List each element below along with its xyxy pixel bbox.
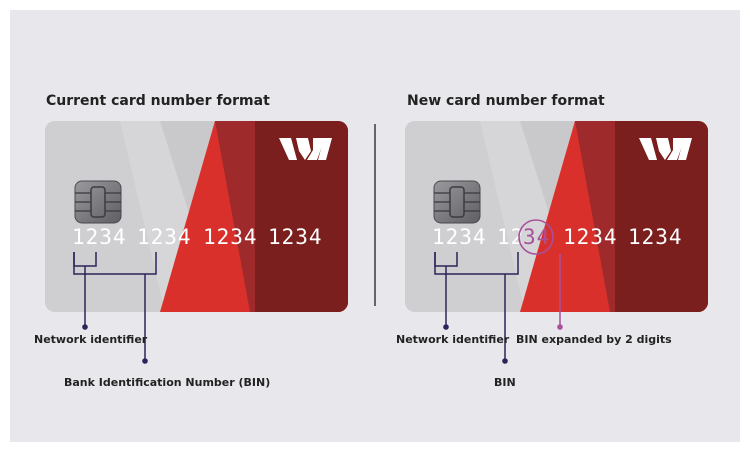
chip-icon xyxy=(433,180,481,224)
new-card xyxy=(405,121,708,312)
current-group-4: 1234 xyxy=(268,225,323,249)
new-network-dot xyxy=(443,324,449,330)
new-group-1: 1234 xyxy=(432,225,487,249)
new-group-3: 1234 xyxy=(563,225,618,249)
current-bin-bracket xyxy=(73,252,157,361)
current-card xyxy=(45,121,348,312)
current-group-1: 1234 xyxy=(72,225,127,249)
current-group-3: 1234 xyxy=(203,225,258,249)
new-group-2-highlight: 34 xyxy=(523,225,550,249)
current-bin-dot xyxy=(142,358,148,364)
new-bin-label: BIN xyxy=(494,376,516,389)
current-bin-label: Bank Identification Number (BIN) xyxy=(64,376,271,389)
bank-logo-icon xyxy=(639,138,692,160)
new-group-4: 1234 xyxy=(628,225,683,249)
current-network-label: Network identifier xyxy=(34,333,148,346)
current-format-heading: Current card number format xyxy=(46,93,270,109)
bank-logo-icon xyxy=(279,138,332,160)
expanded-label: BIN expanded by 2 digits xyxy=(516,333,672,346)
new-network-label: Network identifier xyxy=(396,333,510,346)
current-network-dot xyxy=(82,324,88,330)
chip-icon xyxy=(74,180,122,224)
new-format-heading: New card number format xyxy=(407,93,605,109)
new-group-2-prefix: 12 xyxy=(497,225,524,249)
current-group-2: 1234 xyxy=(137,225,192,249)
new-bin-bracket xyxy=(434,252,519,361)
expanded-dot xyxy=(557,324,563,330)
highlight-ring xyxy=(518,219,554,255)
new-bin-dot xyxy=(502,358,508,364)
